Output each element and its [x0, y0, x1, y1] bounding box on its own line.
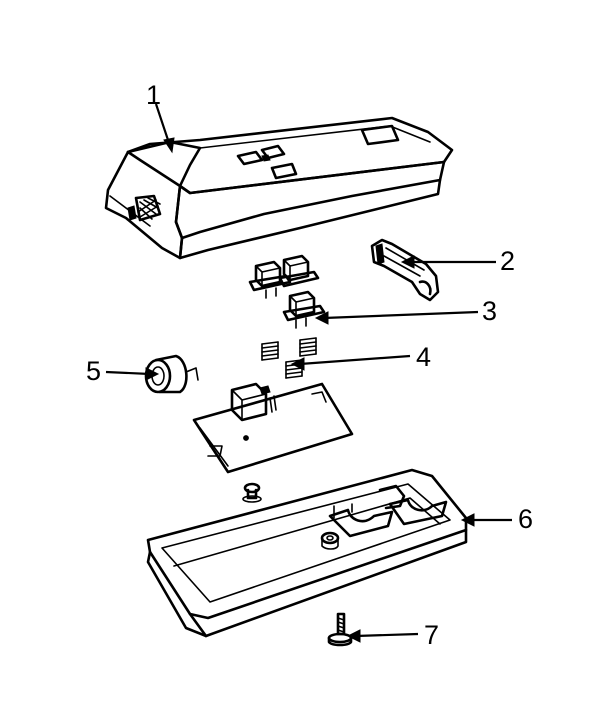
part-knob: [370, 238, 440, 302]
part-base: [146, 468, 468, 638]
callout-2: 2: [500, 246, 515, 276]
callout-6: 6: [518, 504, 533, 534]
callout-3: 3: [482, 296, 497, 326]
board-screw: [242, 482, 262, 503]
callout-labels: 1 2 3 4 5 6 7: [86, 80, 533, 650]
part-screw: [327, 612, 353, 647]
callout-7: 7: [424, 620, 439, 650]
callout-1: 1: [146, 80, 161, 110]
part-switch-assembly: [248, 254, 326, 329]
leader-lines: [105, 103, 512, 643]
part-cover: [104, 116, 454, 260]
callout-5: 5: [86, 356, 101, 386]
circuit-board: [192, 382, 354, 474]
callout-4: 4: [416, 342, 431, 372]
part-springs: [261, 337, 317, 379]
